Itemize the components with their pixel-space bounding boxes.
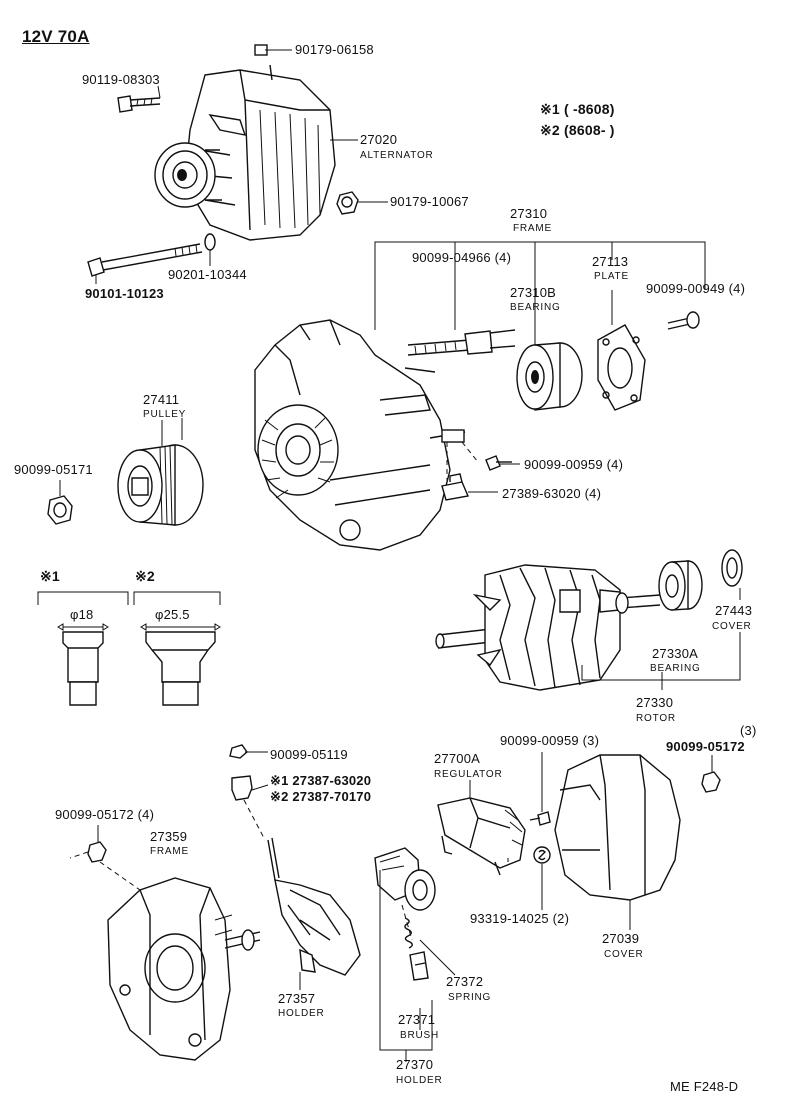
note-mark-2: ※2 [135,568,155,584]
stud-90099-04966-drawing [407,329,516,356]
misc-leaders [181,418,631,940]
name-cover-a: COVER [712,621,752,632]
holder-leaders [245,751,301,990]
name-holder-a: HOLDER [278,1008,325,1019]
holder-27357-drawing [229,744,361,976]
part-90099-00949[interactable]: 90099-00949 (4) [646,281,746,296]
screw-90099-00949-drawing [667,311,700,330]
alternator-assembly-drawing [154,44,336,241]
part-27330a[interactable]: 27330A [652,646,699,661]
part-27387-70170[interactable]: ※2 27387-70170 [270,789,372,804]
part-90099-05119[interactable]: 90099-05119 [270,747,348,762]
part-27389-63020[interactable]: 27389-63020 (4) [502,486,602,501]
name-bearing-b: BEARING [650,663,701,674]
part-27387-63020[interactable]: ※1 27387-63020 [270,773,372,788]
part-27370[interactable]: 27370 [396,1057,434,1072]
part-90101-10123[interactable]: 90101-10123 [85,286,164,301]
cover-27443-drawing [721,549,743,587]
part-90099-00959-3[interactable]: 90099-00959 (3) [500,733,600,748]
dimension-25-5: φ25.5 [155,607,190,622]
name-alternator: ALTERNATOR [360,150,434,161]
name-frame-top: FRAME [513,223,552,234]
screw-90099-00959-3-drawing [529,752,551,910]
footer-code: ME F248-D [670,1079,739,1094]
nut-90179-10067-drawing [336,191,359,215]
name-pulley: PULLEY [143,409,187,420]
quantity-3: (3) [740,723,757,738]
name-cover-b: COVER [604,949,644,960]
part-90099-04966[interactable]: 90099-04966 (4) [412,250,512,265]
nut-90099-05171-drawing [47,480,73,525]
part-27039[interactable]: 27039 [602,931,640,946]
part-27310[interactable]: 27310 [510,206,548,221]
name-bearing-top: BEARING [510,302,561,313]
part-27372[interactable]: 27372 [446,974,484,989]
through-bolt-drawing [87,233,216,277]
part-27020[interactable]: 27020 [360,132,398,147]
name-holder-b: HOLDER [396,1075,443,1086]
part-27330[interactable]: 27330 [636,695,674,710]
part-27113[interactable]: 27113 [592,254,629,269]
spec-title: 12V 70A [22,27,90,46]
name-regulator: REGULATOR [434,769,503,780]
regulator-27700a-drawing [437,780,526,876]
name-rotor: ROTOR [636,713,676,724]
pulley-27411-drawing [117,420,204,526]
nut-90099-05172-4-drawing [69,825,141,891]
rotor-27330-drawing [435,564,661,691]
name-frame-bottom: FRAME [150,846,189,857]
nut-90099-05172-3-drawing [701,755,721,793]
part-27700a[interactable]: 27700A [434,751,481,766]
part-27371[interactable]: 27371 [398,1012,436,1027]
name-plate: PLATE [594,271,629,282]
bearing-27330a-drawing [658,560,703,611]
name-spring: SPRING [448,992,492,1003]
note-mark-1: ※1 [40,568,60,584]
period-note-2: ※2 (8608- ) [540,122,615,138]
rotor-group-bracket [581,588,741,690]
plate-27113-drawing [597,324,646,411]
bolt-90119-08303-drawing [117,95,161,113]
cover-27039-drawing [554,754,681,930]
alternator-leaders [95,49,388,284]
part-90099-05171[interactable]: 90099-05171 [14,462,93,477]
part-27359[interactable]: 27359 [150,829,188,844]
brush-holder-27370-drawing [374,847,456,1062]
part-27310b[interactable]: 27310B [510,285,557,300]
frame-27310-drawing [254,319,466,551]
dimension-18: φ18 [70,607,94,622]
part-90119-08303[interactable]: 90119-08303 [82,72,160,87]
part-90201-10344[interactable]: 90201-10344 [168,267,247,282]
bushing-detail-drawing [37,591,221,706]
part-90099-05172-4[interactable]: 90099-05172 (4) [55,807,155,822]
period-note-1: ※1 ( -8608) [540,101,615,117]
part-90099-00959-4[interactable]: 90099-00959 (4) [524,457,624,472]
part-90099-05172[interactable]: 90099-05172 [666,739,745,754]
frame-group-bracket [374,241,706,345]
frame-27359-drawing [107,877,261,1061]
name-brush: BRUSH [400,1030,440,1041]
part-93319-14025[interactable]: 93319-14025 (2) [470,911,570,926]
part-27411[interactable]: 27411 [143,392,180,407]
part-90179-10067[interactable]: 90179-10067 [390,194,469,209]
part-90179-06158[interactable]: 90179-06158 [295,42,374,57]
part-27357[interactable]: 27357 [278,991,316,1006]
part-27443[interactable]: 27443 [715,603,753,618]
screw-90099-00959-drawing [441,441,512,501]
bearing-27310b-drawing [516,342,583,411]
